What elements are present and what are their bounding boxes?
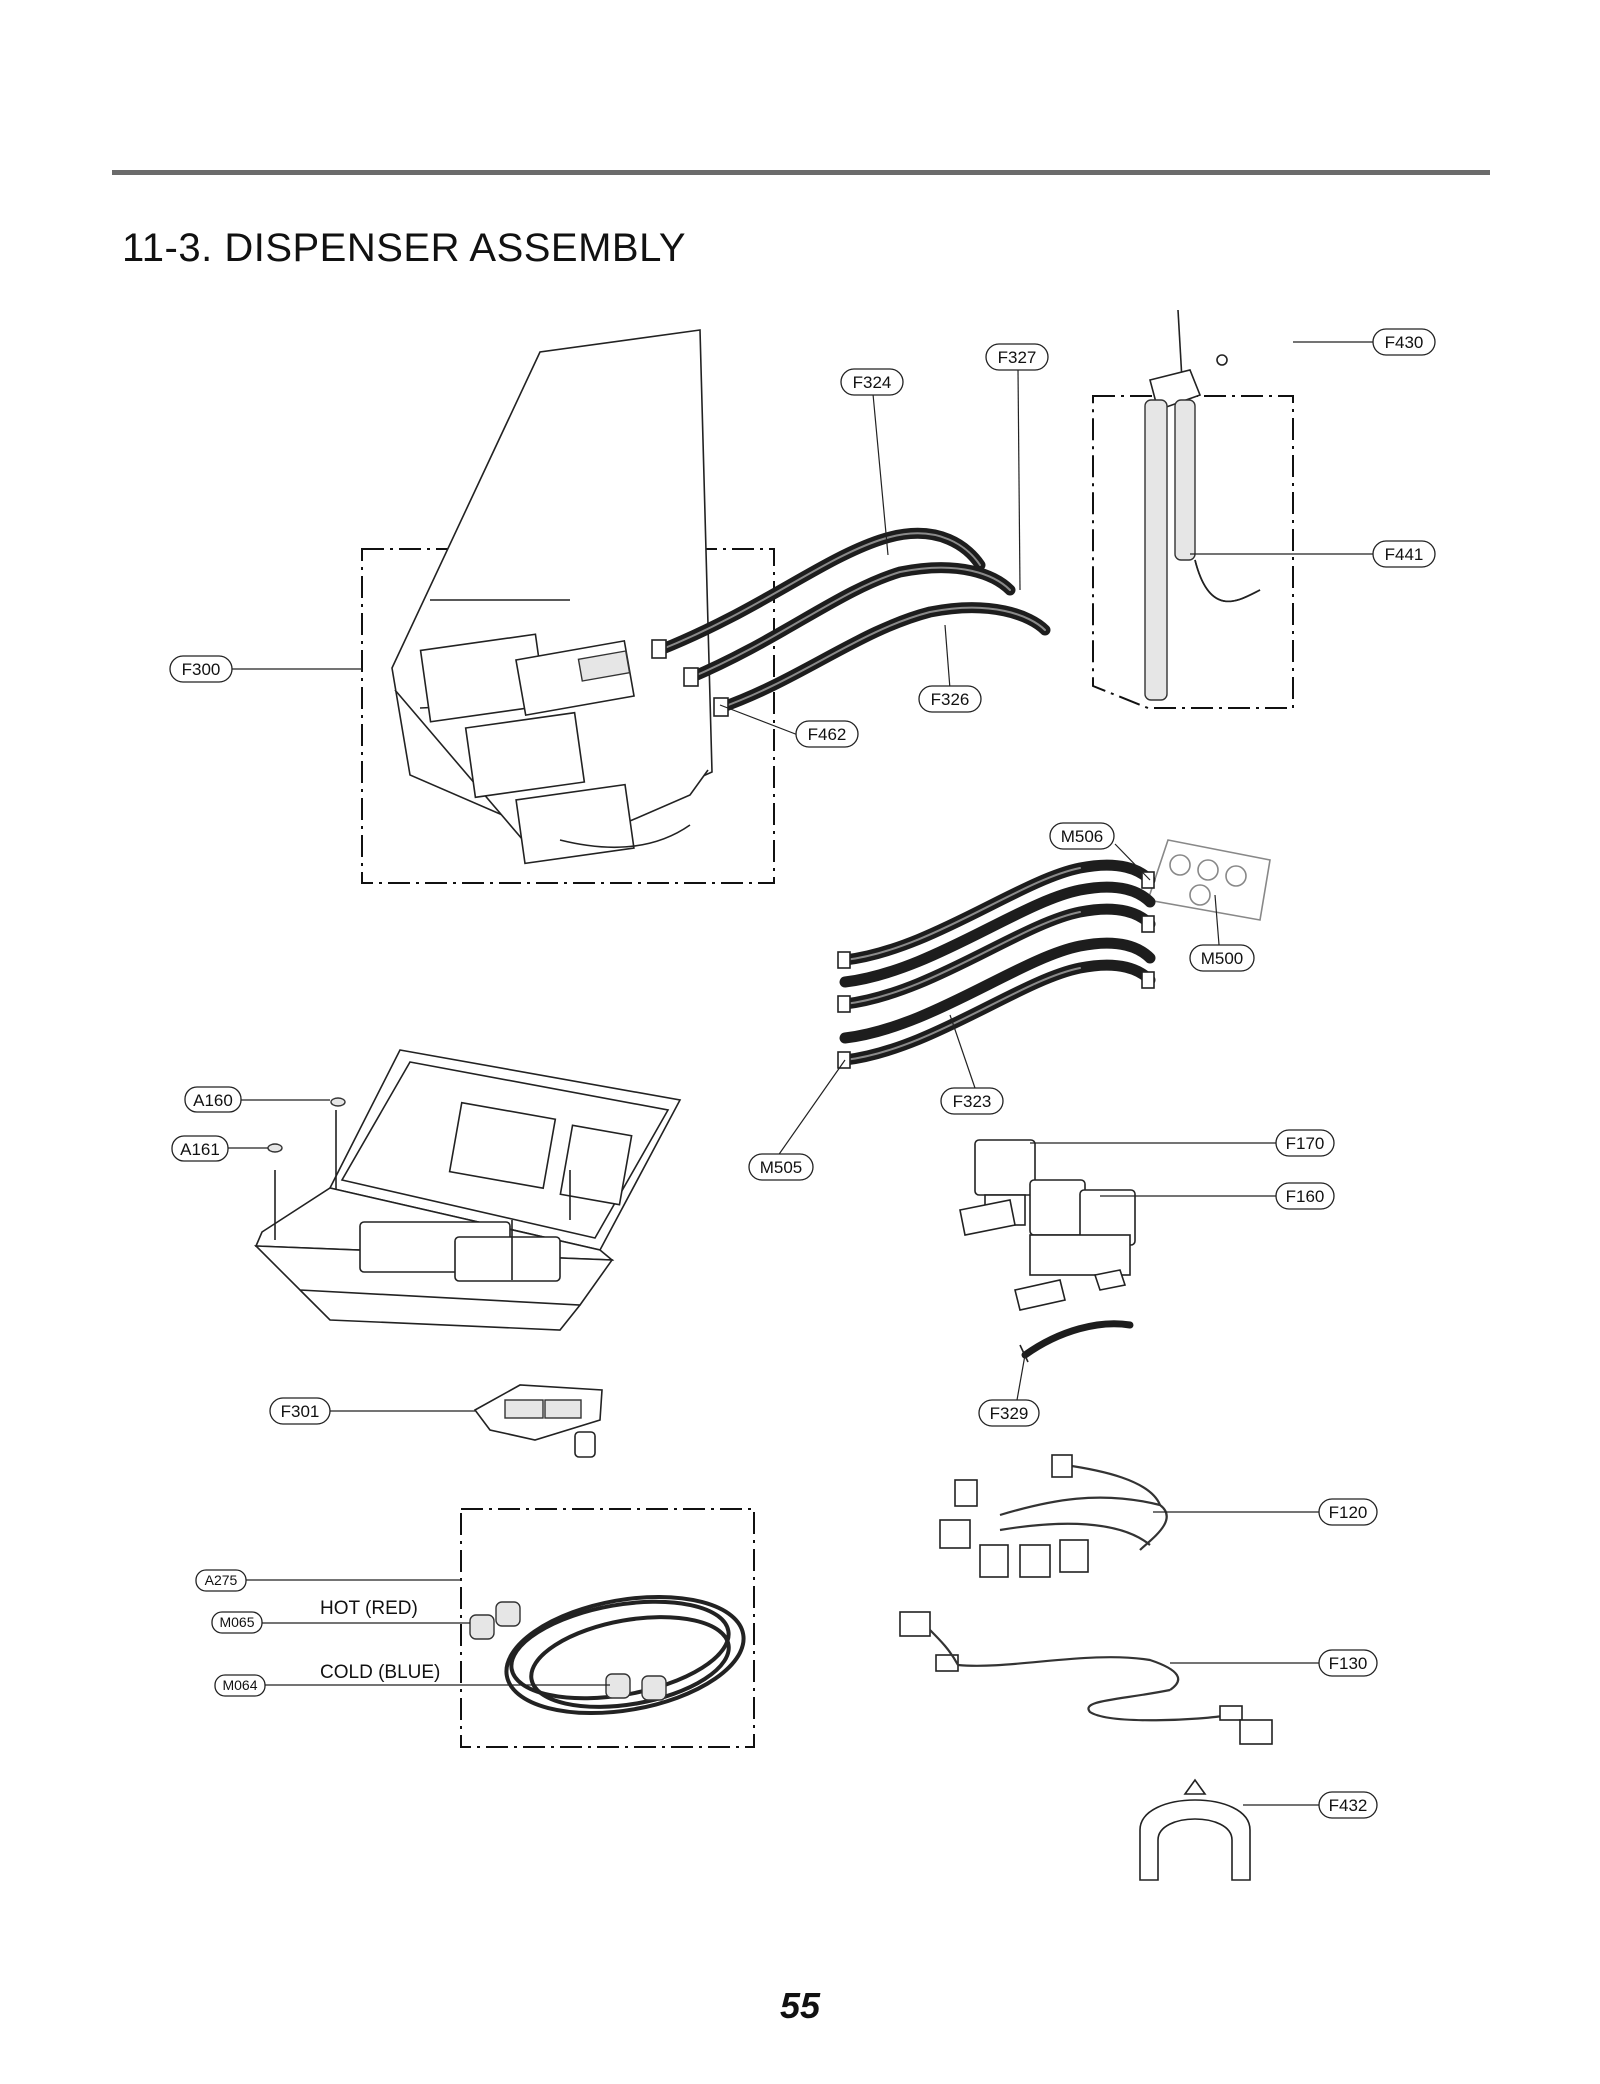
callout-f329: F329 [978, 1399, 1040, 1427]
label-f120: F120 [1329, 1503, 1368, 1522]
callout-a161: A161 [171, 1135, 229, 1162]
manifold-part [1146, 839, 1271, 921]
callout-a160: A160 [184, 1086, 242, 1113]
callout-a275: A275 [195, 1569, 247, 1592]
breather-box-group [1092, 309, 1294, 709]
drawer-insert-part [473, 1384, 603, 1458]
label-f441: F441 [1385, 545, 1424, 564]
label-m065: M065 [219, 1614, 254, 1630]
callout-f323: F323 [940, 1087, 1004, 1115]
callout-m505: M505 [748, 1153, 814, 1181]
water-valves-part [959, 1139, 1136, 1311]
label-f329: F329 [990, 1404, 1029, 1423]
callout-m506: M506 [1049, 822, 1115, 850]
label-f324: F324 [853, 373, 892, 392]
callout-m500: M500 [1189, 944, 1255, 972]
label-f301: F301 [281, 1402, 320, 1421]
callout-f430: F430 [1372, 328, 1436, 356]
inlet-hose-box-group [460, 1508, 755, 1748]
callout-f170: F170 [1275, 1129, 1335, 1157]
label-a160: A160 [193, 1091, 233, 1110]
callout-f462: F462 [795, 720, 859, 748]
hose-clip-part [1139, 1778, 1251, 1881]
label-f432: F432 [1329, 1796, 1368, 1815]
label-f462: F462 [808, 725, 847, 744]
callout-f441: F441 [1372, 540, 1436, 568]
callout-f130: F130 [1318, 1649, 1378, 1677]
label-f323: F323 [953, 1092, 992, 1111]
header-rule [112, 170, 1490, 175]
hot-red-note: HOT (RED) [320, 1598, 418, 1619]
label-f327: F327 [998, 348, 1037, 367]
callout-f301: F301 [269, 1397, 331, 1425]
page-number: 55 [779, 1985, 821, 2026]
label-f430: F430 [1385, 333, 1424, 352]
callout-f326: F326 [918, 685, 982, 713]
page-title: 11-3. DISPENSER ASSEMBLY [122, 226, 687, 270]
wire-harness-f120-part [939, 1454, 1168, 1578]
label-a275: A275 [205, 1572, 238, 1588]
callout-m065: M065 [211, 1611, 263, 1634]
wire-harness-f130-part [899, 1611, 1273, 1745]
dispenser-hoses [651, 527, 1051, 717]
cold-blue-note: COLD (BLUE) [320, 1662, 440, 1683]
callout-f327: F327 [985, 343, 1049, 371]
label-m506: M506 [1061, 827, 1104, 846]
callout-m064: M064 [214, 1674, 266, 1697]
dispenser-housing-part [391, 329, 713, 865]
breather-box [1092, 395, 1294, 709]
dispenser-housing-group [361, 329, 775, 884]
small-hose-part [1019, 1320, 1134, 1363]
label-m500: M500 [1201, 949, 1244, 968]
inlet-hoses-bundle [837, 859, 1156, 1069]
callout-f120: F120 [1318, 1498, 1378, 1526]
detergent-drawer-part [253, 1049, 682, 1331]
inlet-hose-box [460, 1508, 755, 1748]
callout-f432: F432 [1318, 1791, 1378, 1819]
label-f170: F170 [1286, 1134, 1325, 1153]
label-m064: M064 [222, 1677, 257, 1693]
label-a161: A161 [180, 1140, 220, 1159]
callout-f160: F160 [1275, 1182, 1335, 1210]
label-f130: F130 [1329, 1654, 1368, 1673]
label-f160: F160 [1286, 1187, 1325, 1206]
label-m505: M505 [760, 1158, 803, 1177]
callout-f324: F324 [840, 368, 904, 396]
label-f300: F300 [182, 660, 221, 679]
label-f326: F326 [931, 690, 970, 709]
leader-lines [228, 341, 1373, 1806]
callout-f300: F300 [169, 655, 233, 683]
